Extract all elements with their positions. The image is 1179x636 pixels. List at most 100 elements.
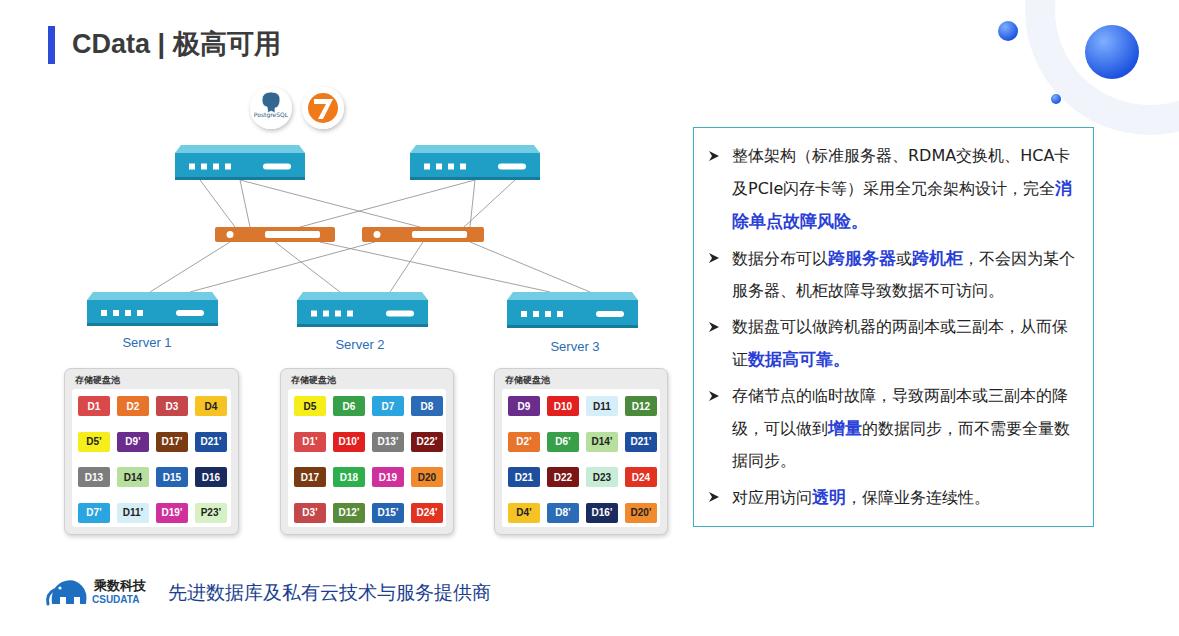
port [101, 310, 107, 316]
disk-label: D21’ [630, 436, 651, 447]
disk-tile: D24’ [411, 503, 443, 523]
disk-tile: D9 [508, 396, 540, 416]
disk-label: D18 [340, 472, 358, 483]
bullet-arrow-shape [709, 151, 719, 161]
port [137, 310, 143, 316]
disk-label: D16’ [591, 507, 612, 518]
bullet-arrow-shape [709, 253, 719, 263]
indicator [596, 311, 624, 317]
disk-label: D9’ [125, 436, 141, 447]
highlight-text: 跨服务器 [828, 248, 896, 268]
bullet-arrow [708, 150, 720, 162]
port [347, 311, 353, 317]
disk-label: D15 [163, 472, 181, 483]
network-wire [200, 180, 235, 227]
disk-pool: 存储硬盘池D9D10D11D12D2’D6’D14’D21’D21D22D23D… [494, 368, 668, 535]
indicator [498, 164, 526, 170]
disk-label: D3 [166, 401, 179, 412]
port [521, 311, 527, 317]
disk-label: D8’ [555, 507, 571, 518]
network-wire [190, 242, 375, 292]
disk-tile: D10’ [333, 432, 365, 452]
disk-label: D15’ [377, 507, 398, 518]
port [557, 311, 563, 317]
disk-label: D1’ [302, 436, 318, 447]
disk-label: D21 [515, 472, 533, 483]
port [189, 164, 195, 170]
disk-tile: D10 [547, 396, 579, 416]
port [436, 164, 442, 170]
box-top [175, 145, 305, 153]
box-base [175, 177, 305, 180]
disk-tile: D16 [195, 467, 227, 487]
disk-label: D19’ [161, 507, 182, 518]
network-wire [240, 180, 420, 227]
disk-tile: D17 [294, 467, 326, 487]
bullet-item: 存储节点的临时故障，导致两副本或三副本的降级，可以做到增量的数据同步，而不需要全… [704, 380, 1083, 477]
network-wire [275, 242, 340, 292]
highlight-text: 数据高可靠。 [748, 349, 850, 369]
bullet-item: 数据盘可以做跨机器的两副本或三副本，从而保证数据高可靠。 [704, 311, 1083, 376]
rdma-switch [175, 145, 305, 180]
disk-tile: D13’ [372, 432, 404, 452]
product-logo [302, 87, 344, 129]
server-label: Server 1 [122, 335, 171, 350]
hca-switch [362, 227, 484, 242]
port [113, 310, 119, 316]
elephant-trunk [48, 590, 54, 604]
disk-label: D2’ [516, 436, 532, 447]
box-front [410, 153, 540, 180]
highlight-text: 增量 [828, 418, 862, 438]
disk-tile: D13 [78, 467, 110, 487]
port [125, 310, 131, 316]
port [460, 164, 466, 170]
indicator [227, 231, 234, 238]
port [335, 311, 341, 317]
disk-label: D23 [593, 472, 611, 483]
box-front [297, 300, 428, 327]
disk-label: D6’ [555, 436, 571, 447]
box-front [362, 227, 484, 242]
disk-label: D24’ [416, 507, 437, 518]
disk-tile: D18 [333, 467, 365, 487]
box-top [410, 145, 540, 153]
decor-ball [998, 21, 1018, 41]
server-icon [507, 292, 638, 328]
disk-pool: 存储硬盘池D1D2D3D4D5’D9’D17’D21’D13D14D15D16D… [64, 368, 239, 535]
hca-switch [215, 227, 335, 242]
disk-label: D16 [202, 472, 220, 483]
disk-label: D11 [593, 401, 611, 412]
box-base [297, 324, 428, 327]
box-base [410, 177, 540, 180]
server-label: Server 2 [335, 337, 384, 352]
disk-pool: 存储硬盘池D5D6D7D8D1’D10’D13’D22’D17D18D19D20… [280, 368, 454, 535]
logo-glyph [314, 99, 333, 119]
port [201, 164, 207, 170]
title-bar [48, 26, 55, 64]
disk-tile: D20’ [625, 503, 657, 523]
disk-label: D21’ [200, 436, 221, 447]
server-label: Server 3 [550, 339, 599, 354]
pool-heading: 存储硬盘池 [291, 374, 336, 387]
disk-tile: D11 [586, 396, 618, 416]
box-top [87, 292, 218, 300]
disk-label: D17’ [161, 436, 182, 447]
disk-tile: D12 [625, 396, 657, 416]
pool-heading: 存储硬盘池 [75, 374, 120, 387]
network-wire [240, 180, 250, 227]
disk-label: D20 [418, 472, 436, 483]
postgresql-logo [250, 87, 292, 129]
disk-label: D12 [632, 401, 650, 412]
box-front [87, 300, 218, 326]
bullet-arrow [708, 491, 720, 503]
logo-caption: PostgreSQL [254, 111, 288, 118]
server-icon [297, 292, 428, 327]
disk-tile: D17’ [156, 432, 188, 452]
disk-tile: D11’ [117, 503, 149, 523]
disk-label: D5’ [86, 436, 102, 447]
slide-title: CData | 极高可用 [72, 26, 281, 62]
disk-tile: D4’ [508, 503, 540, 523]
elephant-body [52, 580, 87, 604]
disk-tile: D23 [586, 467, 618, 487]
